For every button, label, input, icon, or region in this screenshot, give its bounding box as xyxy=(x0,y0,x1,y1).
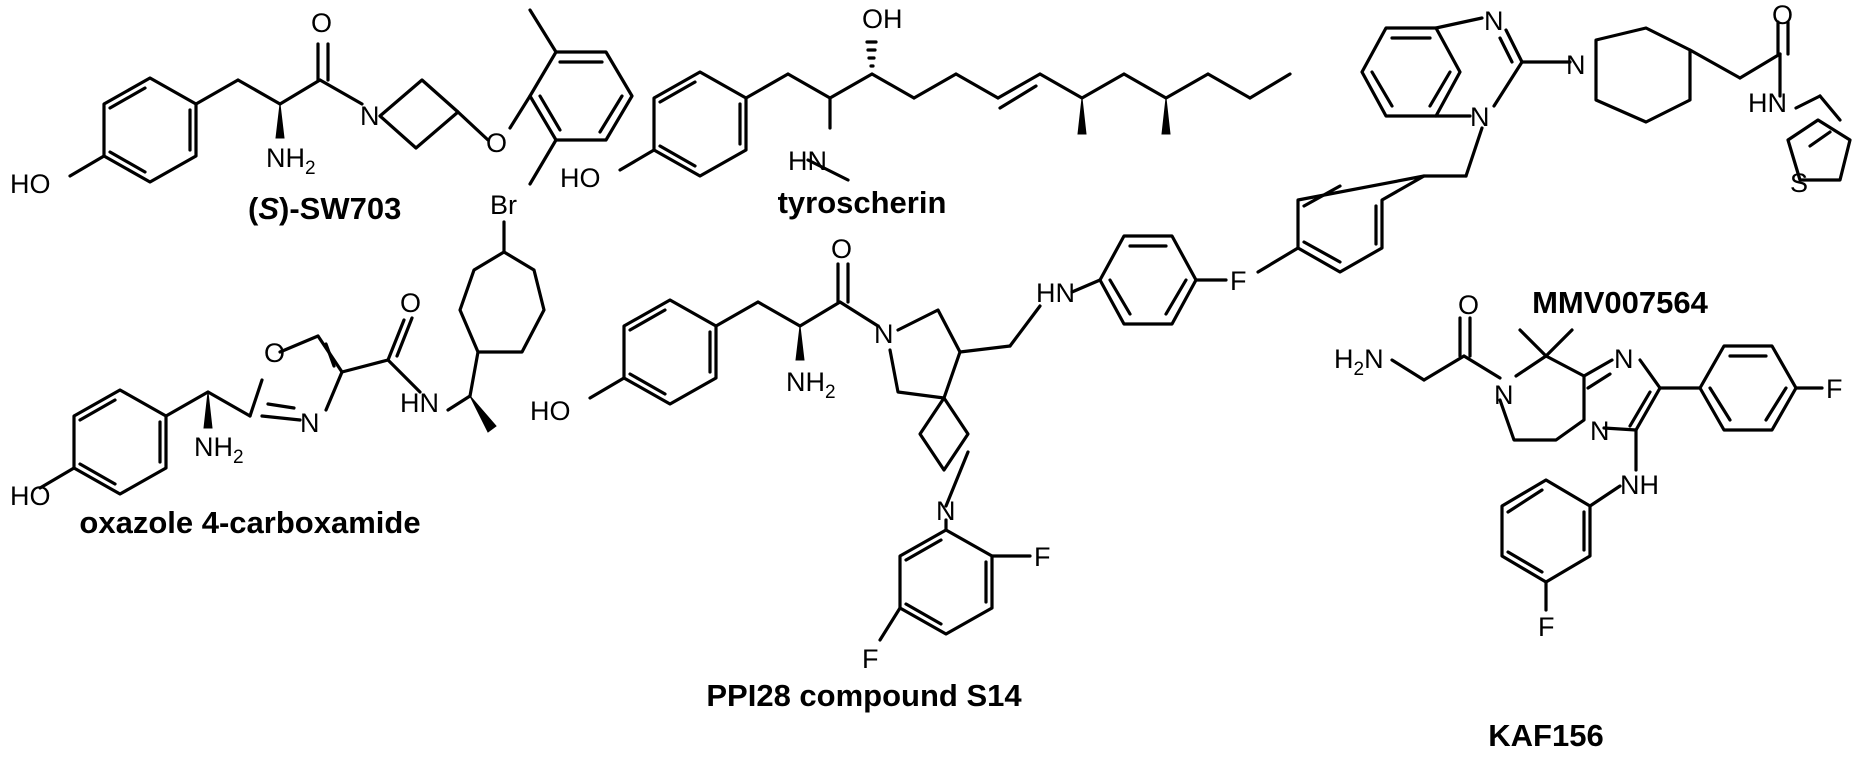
mmv-thiophene-s: S xyxy=(1790,168,1808,198)
oxazole-amide-hn: HN xyxy=(400,388,439,418)
ppi28-azetidine-n: N xyxy=(936,496,956,526)
ppi28-name: PPI28 compound S14 xyxy=(706,678,1022,713)
ppi28-amine-hn: HN xyxy=(1036,278,1075,308)
tyroscherin-oh: OH xyxy=(862,4,903,34)
mmv007564-name: MMV007564 xyxy=(1532,285,1709,320)
tyroscherin-ho: HO xyxy=(560,163,601,193)
structure-tyroscherin: OH HO HN tyroscherin xyxy=(560,4,1292,220)
mmv-carbonyl-o: O xyxy=(1772,0,1793,30)
structure-sw703: O N NH2 HO O (S)-SW703 xyxy=(10,8,634,226)
oxazole-nh2: NH2 xyxy=(194,432,244,468)
structure-oxazole: O N O HN Br NH2 HO oxazole 4-carboxamide xyxy=(10,190,546,540)
mmv-benzimidazole-n: N xyxy=(1470,102,1490,132)
kaf156-imine-n: N xyxy=(1614,344,1634,374)
kaf156-amide-n: N xyxy=(1494,380,1514,410)
ppi28-nh2: NH2 xyxy=(786,367,836,403)
oxazole-ho: HO xyxy=(10,481,51,511)
ppi28-ho: HO xyxy=(530,396,571,426)
kaf156-f-bottom: F xyxy=(1538,612,1555,642)
mmv-amide-hn: HN xyxy=(1748,88,1787,118)
mmv-imine-n: N xyxy=(1484,6,1504,36)
oxazole-br: Br xyxy=(490,190,517,220)
kaf156-f-right: F xyxy=(1826,374,1843,404)
oxazole-ring-n: N xyxy=(300,408,320,438)
ppi28-f-top: F xyxy=(1230,266,1247,296)
oxazole-ring-o: O xyxy=(264,338,285,368)
sw703-ho: HO xyxy=(10,169,51,199)
tyroscherin-hn: HN xyxy=(788,146,827,176)
tyroscherin-name: tyroscherin xyxy=(778,185,947,220)
structure-kaf156: O H2N N N N F NH F KAF156 xyxy=(1334,290,1843,753)
sw703-name: (S)-SW703 xyxy=(248,191,401,226)
kaf156-carbonyl-o: O xyxy=(1458,290,1479,320)
ppi28-f-right: F xyxy=(1034,542,1051,572)
sw703-nh2: NH2 xyxy=(266,143,316,179)
ppi28-pyrrolidine-n: N xyxy=(874,319,894,349)
sw703-amide-n: N xyxy=(360,101,380,131)
mmv-piperidine-n: N xyxy=(1566,50,1586,80)
sw703-ether-o: O xyxy=(486,128,507,158)
oxazole-carbonyl-o: O xyxy=(400,288,421,318)
oxazole-name: oxazole 4-carboxamide xyxy=(79,505,420,540)
kaf156-nh: NH xyxy=(1620,470,1659,500)
structure-ppi28: O N HN F NH2 HO N F F PPI28 compound S14 xyxy=(530,234,1247,713)
structure-mmv007564: N N N O HN S MMV007564 xyxy=(1256,0,1852,320)
kaf156-name: KAF156 xyxy=(1488,718,1603,753)
sw703-carbonyl-o: O xyxy=(311,8,332,38)
kaf156-bridge-n: N xyxy=(1590,416,1610,446)
kaf156-h2n: H2N xyxy=(1334,344,1384,380)
ppi28-carbonyl-o: O xyxy=(831,234,852,264)
ppi28-f-left: F xyxy=(862,644,879,674)
